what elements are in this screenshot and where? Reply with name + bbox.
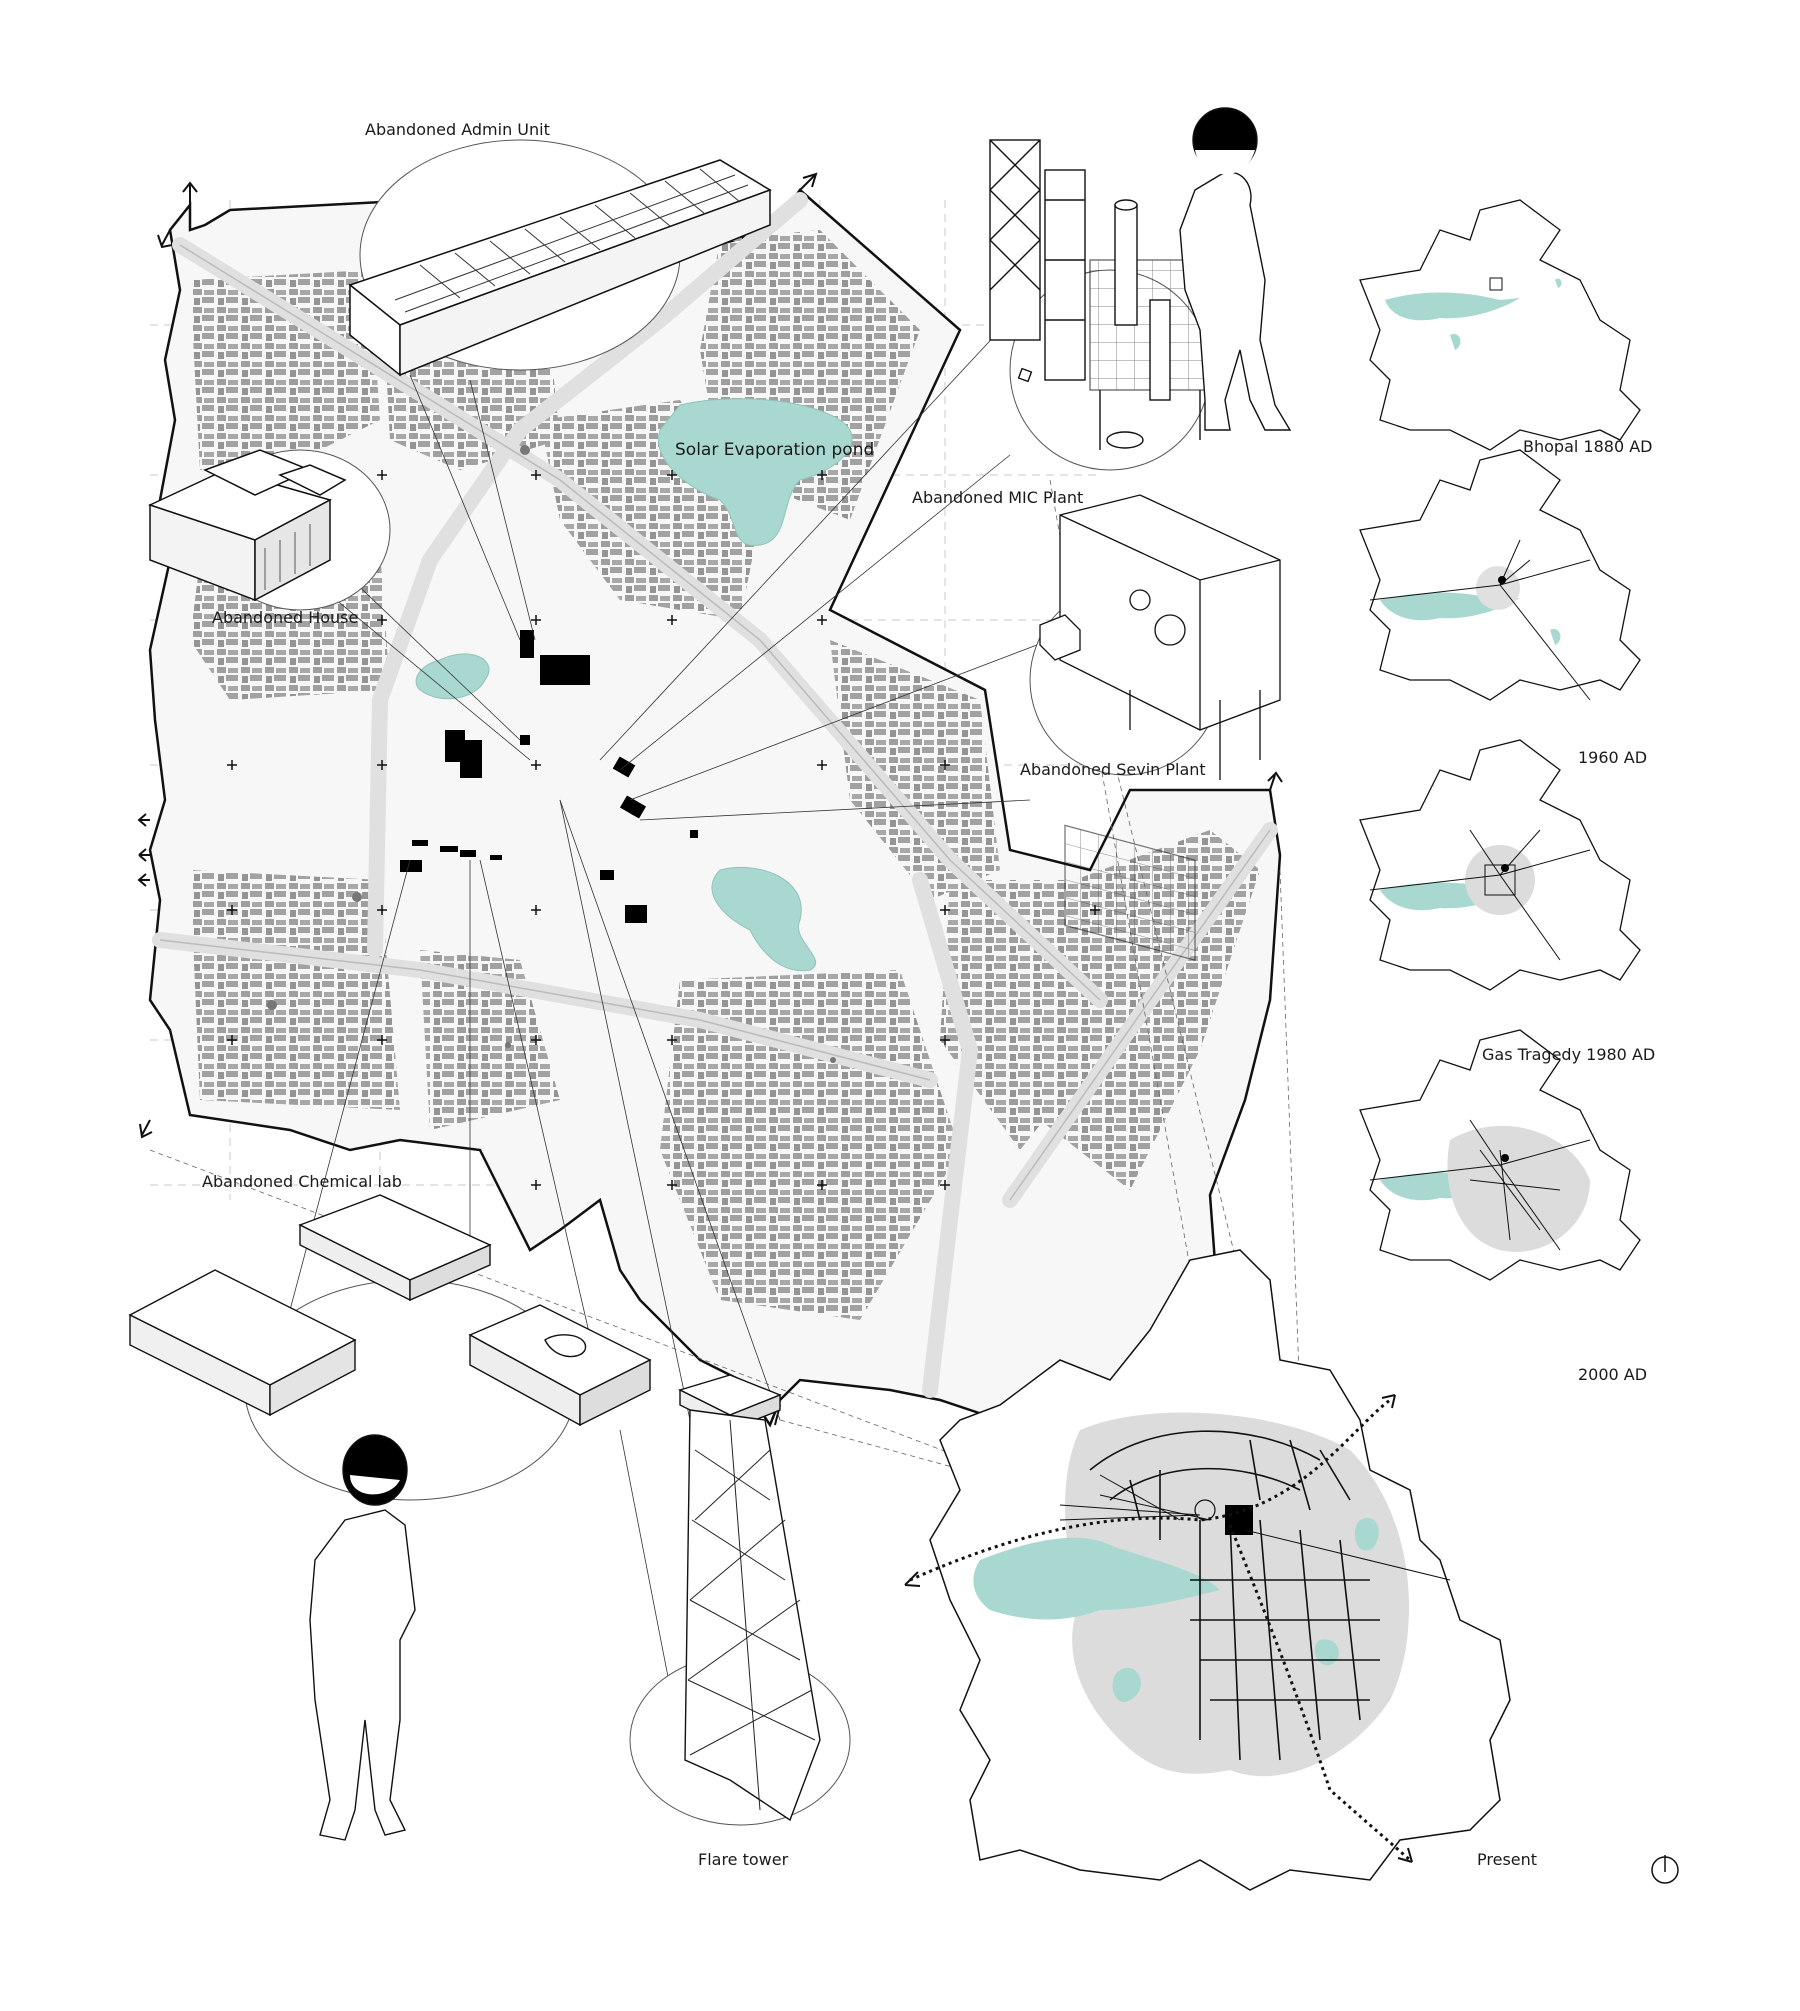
pond-west [415, 653, 490, 700]
label-abandoned-house: Abandoned House [212, 608, 359, 627]
mic-plant-callout [989, 107, 1292, 471]
label-admin-unit: Abandoned Admin Unit [365, 120, 550, 139]
timeline-map-1880 [1359, 199, 1641, 451]
sevin-plant-structure [1039, 494, 1281, 962]
flare-tower-callout [629, 1374, 851, 1826]
pond-south [711, 866, 817, 972]
timeline-label-1880: Bhopal 1880 AD [1523, 437, 1653, 456]
mic-plant-structure [989, 139, 1211, 450]
timeline-label-1980: Gas Tragedy 1980 AD [1482, 1045, 1656, 1064]
house-building [147, 449, 347, 602]
north-arrow-icon [1651, 1855, 1679, 1884]
flare-tower-structure [678, 1374, 821, 1822]
abandoned-house-callout [147, 449, 391, 611]
present-city-map [904, 1249, 1511, 1891]
standing-person-figure [309, 1434, 416, 1841]
label-present: Present [1477, 1850, 1538, 1869]
label-flare-tower: Flare tower [698, 1850, 789, 1869]
timeline-map-1980 [1359, 739, 1641, 991]
timeline-label-1960: 1960 AD [1578, 748, 1648, 767]
admin-unit-callout [348, 139, 772, 377]
label-chemical-lab: Abandoned Chemical lab [202, 1172, 402, 1191]
solar-evaporation-pond [657, 398, 853, 546]
timeline-label-2000: 2000 AD [1578, 1365, 1648, 1384]
person-figure-icon [1179, 107, 1292, 431]
dotted-axis-2 [1228, 1524, 1411, 1862]
label-sevin-plant: Abandoned Sevin Plant [1020, 760, 1206, 779]
landmark-buildings [400, 630, 698, 923]
admin-unit-building [348, 159, 772, 377]
radial-arrows [1059, 1474, 1451, 1581]
timeline-map-1960 [1359, 449, 1641, 701]
ucil-site-marker [1225, 1505, 1253, 1535]
street-network [1089, 1430, 1380, 1761]
label-mic-plant: Abandoned MIC Plant [912, 488, 1084, 507]
timeline-map-2000 [1359, 1029, 1641, 1281]
lake-present [973, 1537, 1220, 1620]
chemical-lab-buildings [128, 1194, 652, 1427]
sevin-plant-callout [1029, 494, 1281, 962]
grid-markers [227, 470, 1100, 1190]
chemical-lab-callout [128, 1194, 652, 1501]
label-solar-pond: Solar Evaporation pond [675, 440, 875, 460]
